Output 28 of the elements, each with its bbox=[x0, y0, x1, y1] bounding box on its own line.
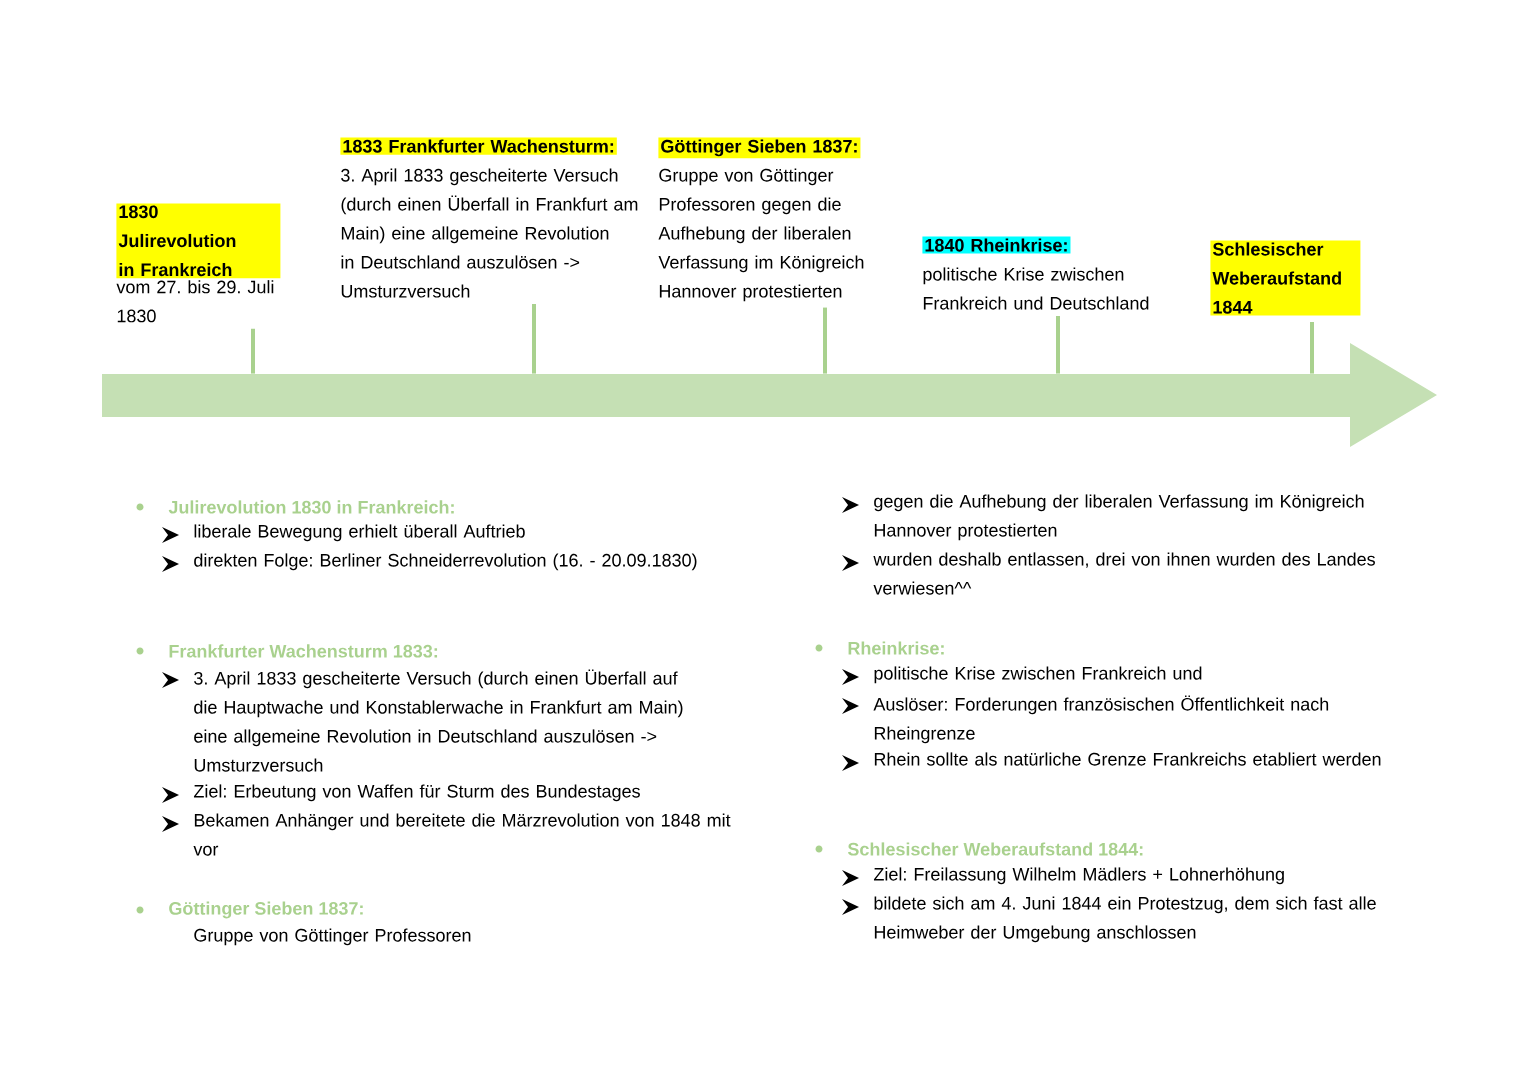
event-text: 1830 Julirevolution in Frankreich vom 27. bis 29. Juli 1830 bbox=[116, 203, 281, 323]
bullet-item: Rhein sollte als natürliche Grenze Frankreichs etabliert werden bbox=[842, 752, 1381, 771]
bullet-item: Ziel: Freilassung Wilhelm Mädlers + Lohnerhöhung bbox=[842, 867, 1284, 886]
tick-line bbox=[823, 307, 827, 374]
list-text: Gruppe von Göttinger Professoren bbox=[194, 928, 471, 946]
bullet-item: liberale Bewegung erhielt überall Auftrieb bbox=[162, 524, 525, 543]
event-text: Göttinger Sieben 1837: Gruppe von Göttinger Professoren gegen die Aufhebung der liberalen Verfassung im Königreich Hannover protestierten bbox=[658, 137, 864, 302]
bullet-item: Bekamen Anhänger und bereitete die Märzrevolution von 1848 mit vor bbox=[162, 813, 731, 856]
bullet-item: 3. April 1833 gescheiterte Versuch (durch einen Überfall auf die Hauptwache und Konstablerwache in Frankfurt am Main) eine allgemeine Revolution in Deutschland auszulösen -> Umsturzversuch bbox=[162, 669, 683, 772]
bullet-item: Ziel: Erbeutung von Waffen für Sturm des Bundestages bbox=[162, 784, 640, 803]
bullet-item: Auslöser: Forderungen französischen Öffentlichkeit nach Rheingrenze bbox=[842, 695, 1329, 744]
bullet-heading: Frankfurter Wachensturm 1833: bbox=[136, 644, 438, 658]
bullet-heading: Julirevolution 1830 in Frankreich: bbox=[136, 500, 454, 514]
bullet-item: direkten Folge: Berliner Schneiderrevolution (16. - 20.09.1830) bbox=[162, 553, 697, 572]
tick-line bbox=[251, 328, 255, 374]
timeline-arrow bbox=[102, 343, 1437, 447]
bullet-heading: Rheinkrise: bbox=[815, 641, 944, 655]
tick-line bbox=[532, 304, 536, 374]
bullet-heading: Göttinger Sieben 1837: bbox=[136, 901, 363, 919]
tick-line bbox=[1310, 322, 1314, 374]
bullet-item: wurden deshalb entlassen, drei von ihnen wurden des Landes verwiesen^^ bbox=[842, 552, 1375, 595]
event-text: 1833 Frankfurter Wachensturm: 3. April 1833 gescheiterte Versuch (durch einen Überfall in Frankfurt am Main) eine allgemeine Revolution in Deutschland auszulösen -> Umsturzversuch bbox=[340, 137, 638, 298]
bullet-item: bildete sich am 4. Juni 1844 ein Protestzug, dem sich fast alle Heimweber der Umgebung anschlossen bbox=[842, 896, 1376, 943]
event-text: Schlesischer Weberaufstand 1844 bbox=[1210, 240, 1361, 316]
bullet-item: politische Krise zwischen Frankreich und bbox=[842, 666, 1202, 685]
event-text: 1840 Rheinkrise: politische Krise zwischen Frankreich und Deutschland bbox=[922, 236, 1149, 310]
bullet-heading: Schlesischer Weberaufstand 1844: bbox=[815, 842, 1143, 856]
tick-line bbox=[1056, 316, 1060, 374]
